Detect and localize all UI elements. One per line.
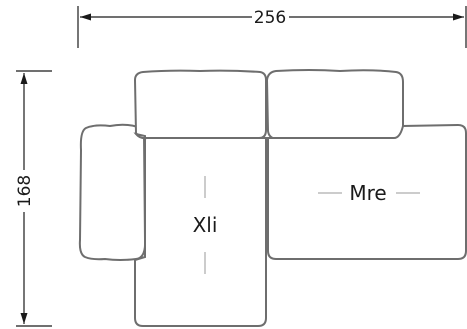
sofa-pieces — [78, 69, 467, 327]
depth-dimension: 168 — [15, 70, 52, 327]
width-arrow-right — [453, 13, 464, 21]
depth-label: 168 — [15, 175, 35, 207]
left-armrest — [78, 123, 147, 261]
left-chaise-seat — [133, 132, 267, 327]
left-back-cushion — [133, 69, 267, 140]
module-labels: Xli Mre — [193, 176, 420, 274]
right-module-label: Mre — [349, 181, 386, 205]
width-arrow-left — [80, 13, 91, 21]
depth-arrow-top — [20, 73, 28, 84]
width-dimension: 256 — [77, 6, 467, 48]
right-back-cushion — [265, 69, 405, 141]
left-module-label: Xli — [193, 213, 218, 237]
right-seat — [267, 123, 467, 260]
depth-arrow-bottom — [20, 313, 28, 324]
width-label: 256 — [254, 8, 286, 28]
